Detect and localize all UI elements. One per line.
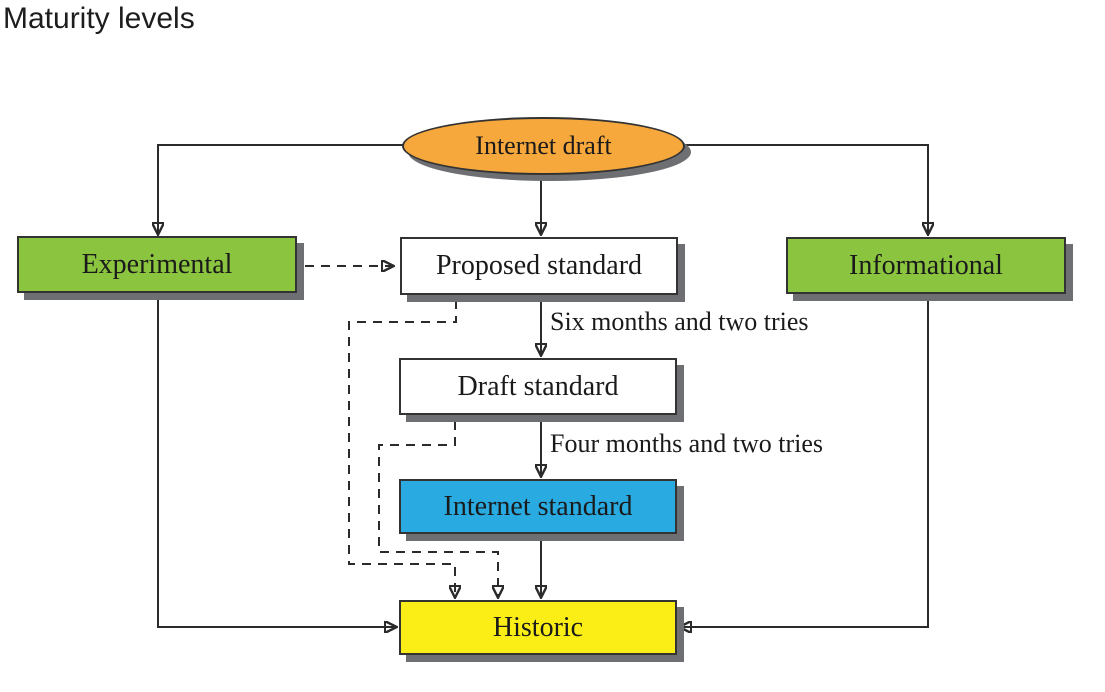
edge-draft-to-experimental	[158, 144, 404, 233]
node-informational-label: Informational	[849, 249, 1003, 281]
node-informational: Informational	[786, 237, 1066, 294]
node-proposed-standard-label: Proposed standard	[435, 250, 643, 281]
node-draft-standard: Draft standard	[399, 358, 677, 415]
node-experimental-label: Experimental	[81, 248, 233, 280]
page-title: Maturity levels	[3, 2, 195, 35]
node-historic: Historic	[399, 600, 677, 655]
node-internet-standard: Internet standard	[399, 479, 677, 534]
edge-draftstd-to-historic-dashed	[378, 421, 498, 596]
edge-informational-to-historic	[681, 294, 929, 627]
edge-proposed-to-historic-dashed	[348, 300, 456, 596]
node-draft-standard-label: Draft standard	[457, 370, 619, 402]
edge-label-six-months: Six months and two tries	[550, 307, 809, 336]
edge-label-four-months: Four months and two tries	[550, 429, 823, 458]
node-experimental: Experimental	[17, 236, 297, 293]
edge-draft-to-informational	[683, 144, 928, 233]
node-internet-draft: Internet draft	[402, 117, 685, 175]
edge-experimental-to-historic	[157, 292, 395, 627]
node-internet-standard-label: Internet standard	[443, 490, 633, 522]
node-historic-label: Historic	[492, 611, 584, 643]
node-internet-draft-label: Internet draft	[475, 131, 612, 160]
node-proposed-standard: Proposed standard	[400, 237, 678, 295]
